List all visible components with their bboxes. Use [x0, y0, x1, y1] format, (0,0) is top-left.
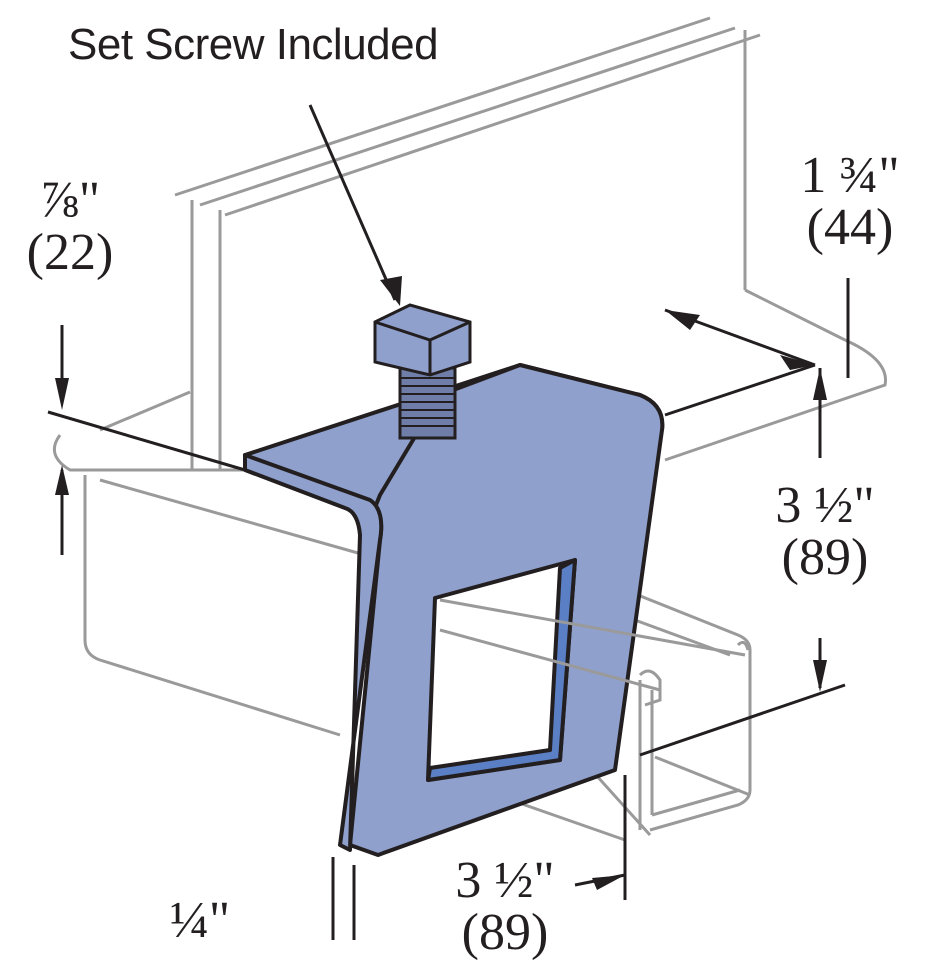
flange-thickness-imperial: ⅞" [39, 172, 101, 229]
material-thickness-imperial: ¼" [169, 892, 231, 949]
clamp-depth-imperial: 3 ½" [455, 852, 555, 909]
beam-clamp-diagram: Set Screw Included ⅞" (22) 1 ¾" (44) 3 ½… [10, 16, 920, 959]
material-thickness-label: ¼" [160, 895, 240, 947]
flange-thickness-metric: (22) [26, 224, 114, 281]
channel-width-metric: (44) [806, 199, 894, 256]
flange-thickness-label: ⅞" (22) [10, 175, 130, 279]
channel-width-imperial: 1 ¾" [800, 147, 900, 204]
clamp-body [243, 363, 665, 857]
clamp-depth-metric: (89) [461, 904, 549, 961]
set-screw-callout: Set Screw Included [68, 20, 439, 69]
clamp-height-metric: (89) [781, 529, 869, 586]
set-screw-icon [373, 303, 472, 440]
diagram-drawing [47, 16, 887, 940]
beam-outline [52, 16, 887, 472]
channel-width-label: 1 ¾" (44) [780, 150, 920, 254]
dimension-lines [47, 104, 850, 940]
clamp-depth-label: 3 ½" (89) [430, 855, 580, 959]
clamp-height-label: 3 ½" (89) [755, 480, 895, 584]
clamp-height-imperial: 3 ½" [775, 477, 875, 534]
